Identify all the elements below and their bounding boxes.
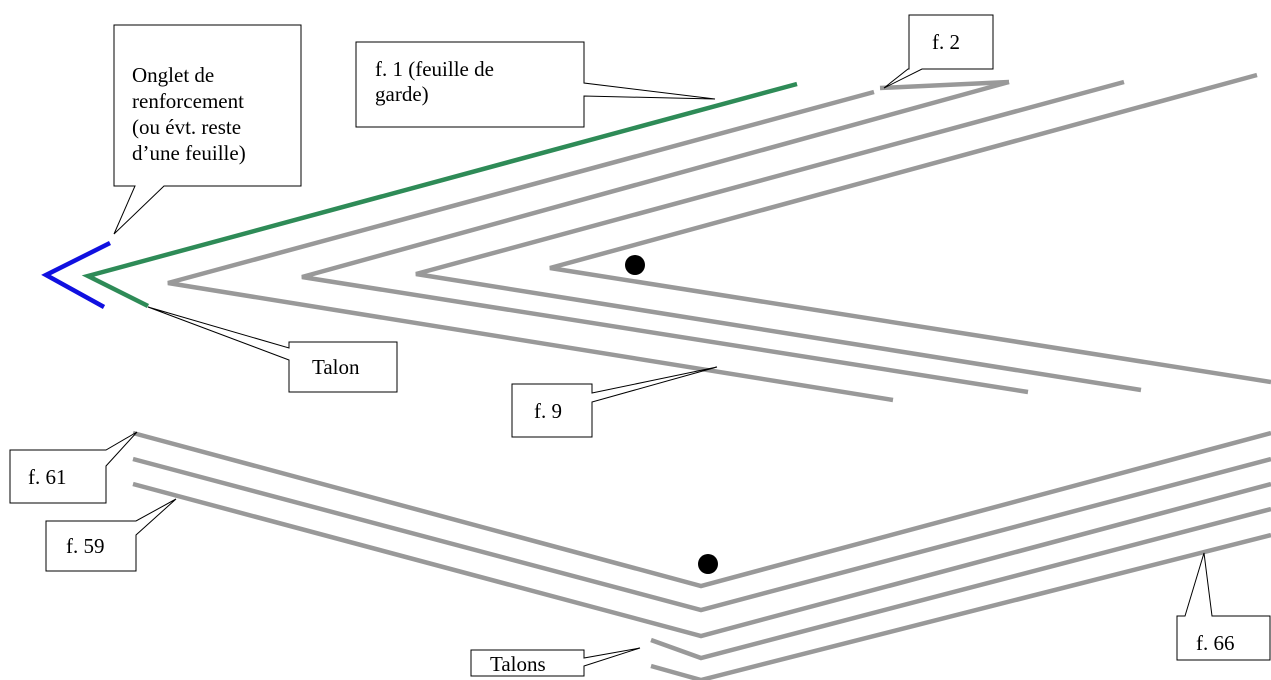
upper-quire — [167, 72, 1271, 403]
callout-text-line: f. 61 — [28, 465, 67, 489]
callout-f2: f. 2 — [883, 14, 994, 89]
callout-box — [147, 306, 398, 393]
flyleaf — [81, 81, 798, 309]
callout-f9: f. 9 — [511, 366, 718, 438]
callout-box — [1176, 552, 1271, 661]
bifolio-3 — [415, 79, 1142, 393]
callout-text-line: f. 2 — [932, 30, 960, 54]
callout-text-line: f. 59 — [66, 534, 105, 558]
callout-text-line: f. 66 — [1196, 631, 1235, 655]
lower-bifolio-3 — [132, 481, 1271, 639]
callout-f61: f. 61 — [9, 431, 138, 504]
callout-stubs: Talons — [470, 647, 641, 677]
bifolio-f2-upper-fragment — [879, 79, 1010, 91]
lower-bifolio-1 — [132, 430, 1271, 589]
callout-box — [45, 498, 177, 572]
callout-box — [883, 14, 994, 89]
lower-bifolio-2 — [132, 456, 1271, 613]
bifolio-2 — [301, 79, 1029, 395]
callout-text-line: renforcement — [132, 89, 244, 113]
callout-box — [113, 24, 302, 235]
quire-center-dot-lower — [698, 554, 718, 574]
flyleaf-f1 — [81, 81, 798, 309]
callout-text: f. 59 — [66, 534, 105, 558]
bifolio-innermost — [549, 72, 1271, 385]
lower-quire — [132, 430, 1271, 680]
callout-text-line: f. 1 (feuille de — [375, 57, 494, 81]
callout-text: Talon — [312, 355, 360, 379]
callout-text-line: Talons — [490, 652, 546, 676]
callout-text: f. 61 — [28, 465, 67, 489]
callout-f66: f. 66 — [1176, 552, 1271, 661]
callout-box — [470, 647, 641, 677]
reinforcement-tab — [41, 240, 112, 309]
reinforcement-tab-line — [41, 240, 112, 309]
quire-center-dot-upper — [625, 255, 645, 275]
callout-text-line: Talon — [312, 355, 360, 379]
bifolio-f2 — [167, 89, 894, 403]
callout-text: f. 2 — [932, 30, 960, 54]
callout-box — [355, 41, 716, 128]
callout-text: f. 66 — [1196, 631, 1235, 655]
callout-text-line: garde) — [375, 82, 429, 106]
callout-stub: Talon — [147, 306, 398, 393]
callout-text: Talons — [490, 652, 546, 676]
lower-leaf-with-stub-1 — [650, 506, 1271, 661]
callout-text-line: (ou évt. reste — [132, 115, 241, 139]
callout-f59: f. 59 — [45, 498, 177, 572]
callout-text-line: d’une feuille) — [132, 141, 246, 165]
lower-leaf-with-stub-2 — [650, 532, 1271, 680]
callout-box — [511, 366, 718, 438]
callout-text-line: f. 9 — [534, 399, 562, 423]
callout-text: f. 9 — [534, 399, 562, 423]
callout-box — [9, 431, 138, 504]
callout-text-line: Onglet de — [132, 63, 214, 87]
